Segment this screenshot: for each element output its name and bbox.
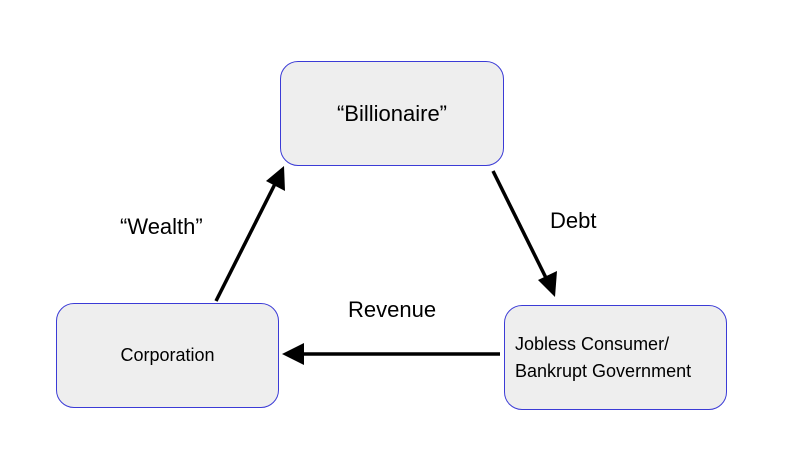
edge-label-debt: Debt xyxy=(550,208,597,233)
node-corporation-label: Corporation xyxy=(120,345,215,365)
arrow-billionaire-to-consumer xyxy=(491,170,553,289)
edge-label-revenue: Revenue xyxy=(348,297,437,322)
node-billionaire: “Billionaire” xyxy=(280,61,504,166)
arrow-corporation-to-billionaire xyxy=(214,169,284,302)
node-consumer-text: Jobless Consumer/ Bankrupt Government xyxy=(515,331,691,385)
arrowhead-corporation xyxy=(282,343,304,365)
node-billionaire-label: “Billionaire” xyxy=(336,100,448,126)
node-consumer-label-line2: Bankrupt Government xyxy=(515,360,692,381)
edge-label-wealth: “Wealth” xyxy=(120,214,203,239)
node-corporation: Corporation xyxy=(56,303,279,408)
node-consumer-label-line1: Jobless Consumer/ xyxy=(515,333,670,354)
node-jobless-consumer: Jobless Consumer/ Bankrupt Government xyxy=(504,305,727,410)
arrowhead-consumer xyxy=(538,271,557,297)
arrowhead-billionaire xyxy=(266,166,285,191)
